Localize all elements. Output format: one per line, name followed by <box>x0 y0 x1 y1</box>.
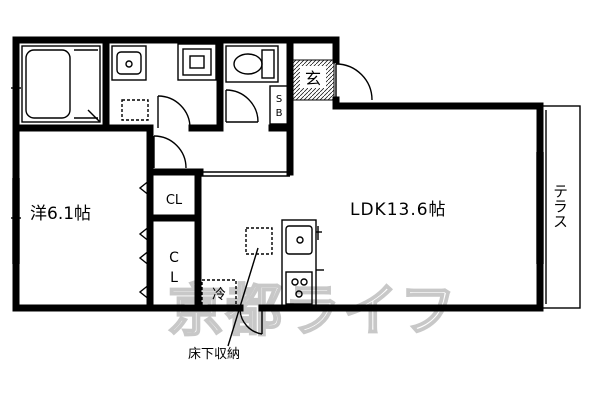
closet-2-label-top: C <box>169 250 179 266</box>
western-room-door[interactable] <box>153 135 187 169</box>
closet-2: C L <box>138 225 179 301</box>
washroom-door[interactable] <box>157 95 191 129</box>
terrace-area <box>539 105 581 309</box>
toilet-door[interactable] <box>225 89 259 123</box>
shoe-box-label-bottom: B <box>276 108 283 119</box>
washing-machine-pan <box>177 43 217 81</box>
interior-walls <box>12 36 294 312</box>
terrace-label: テラス <box>551 184 569 229</box>
front-door[interactable] <box>335 63 373 101</box>
bathtub <box>21 45 101 123</box>
washroom-storage <box>121 99 149 121</box>
fridge-label: 冷 <box>212 287 226 303</box>
closet-2-label-bottom: L <box>170 270 178 286</box>
toilet <box>225 45 279 83</box>
western-room-label: 洋6.1帖 <box>30 204 91 224</box>
entrance-area: 玄 <box>291 59 335 101</box>
fridge-space: 冷 <box>201 279 237 307</box>
shoe-box-label-top: S <box>276 94 282 105</box>
ldk-label: LDK13.6帖 <box>350 200 447 220</box>
underfloor-storage-label: 床下収納 <box>188 347 240 362</box>
closet-1: CL <box>138 179 183 208</box>
kitchen-counter <box>281 219 324 309</box>
closet-1-label: CL <box>166 193 183 208</box>
kitchen-storage-dashed <box>245 227 273 255</box>
entrance-label: 玄 <box>305 69 321 88</box>
wash-basin <box>111 45 147 81</box>
shoe-box: S B <box>269 85 289 125</box>
back-door[interactable] <box>239 308 263 335</box>
underfloor-leader <box>227 247 259 347</box>
